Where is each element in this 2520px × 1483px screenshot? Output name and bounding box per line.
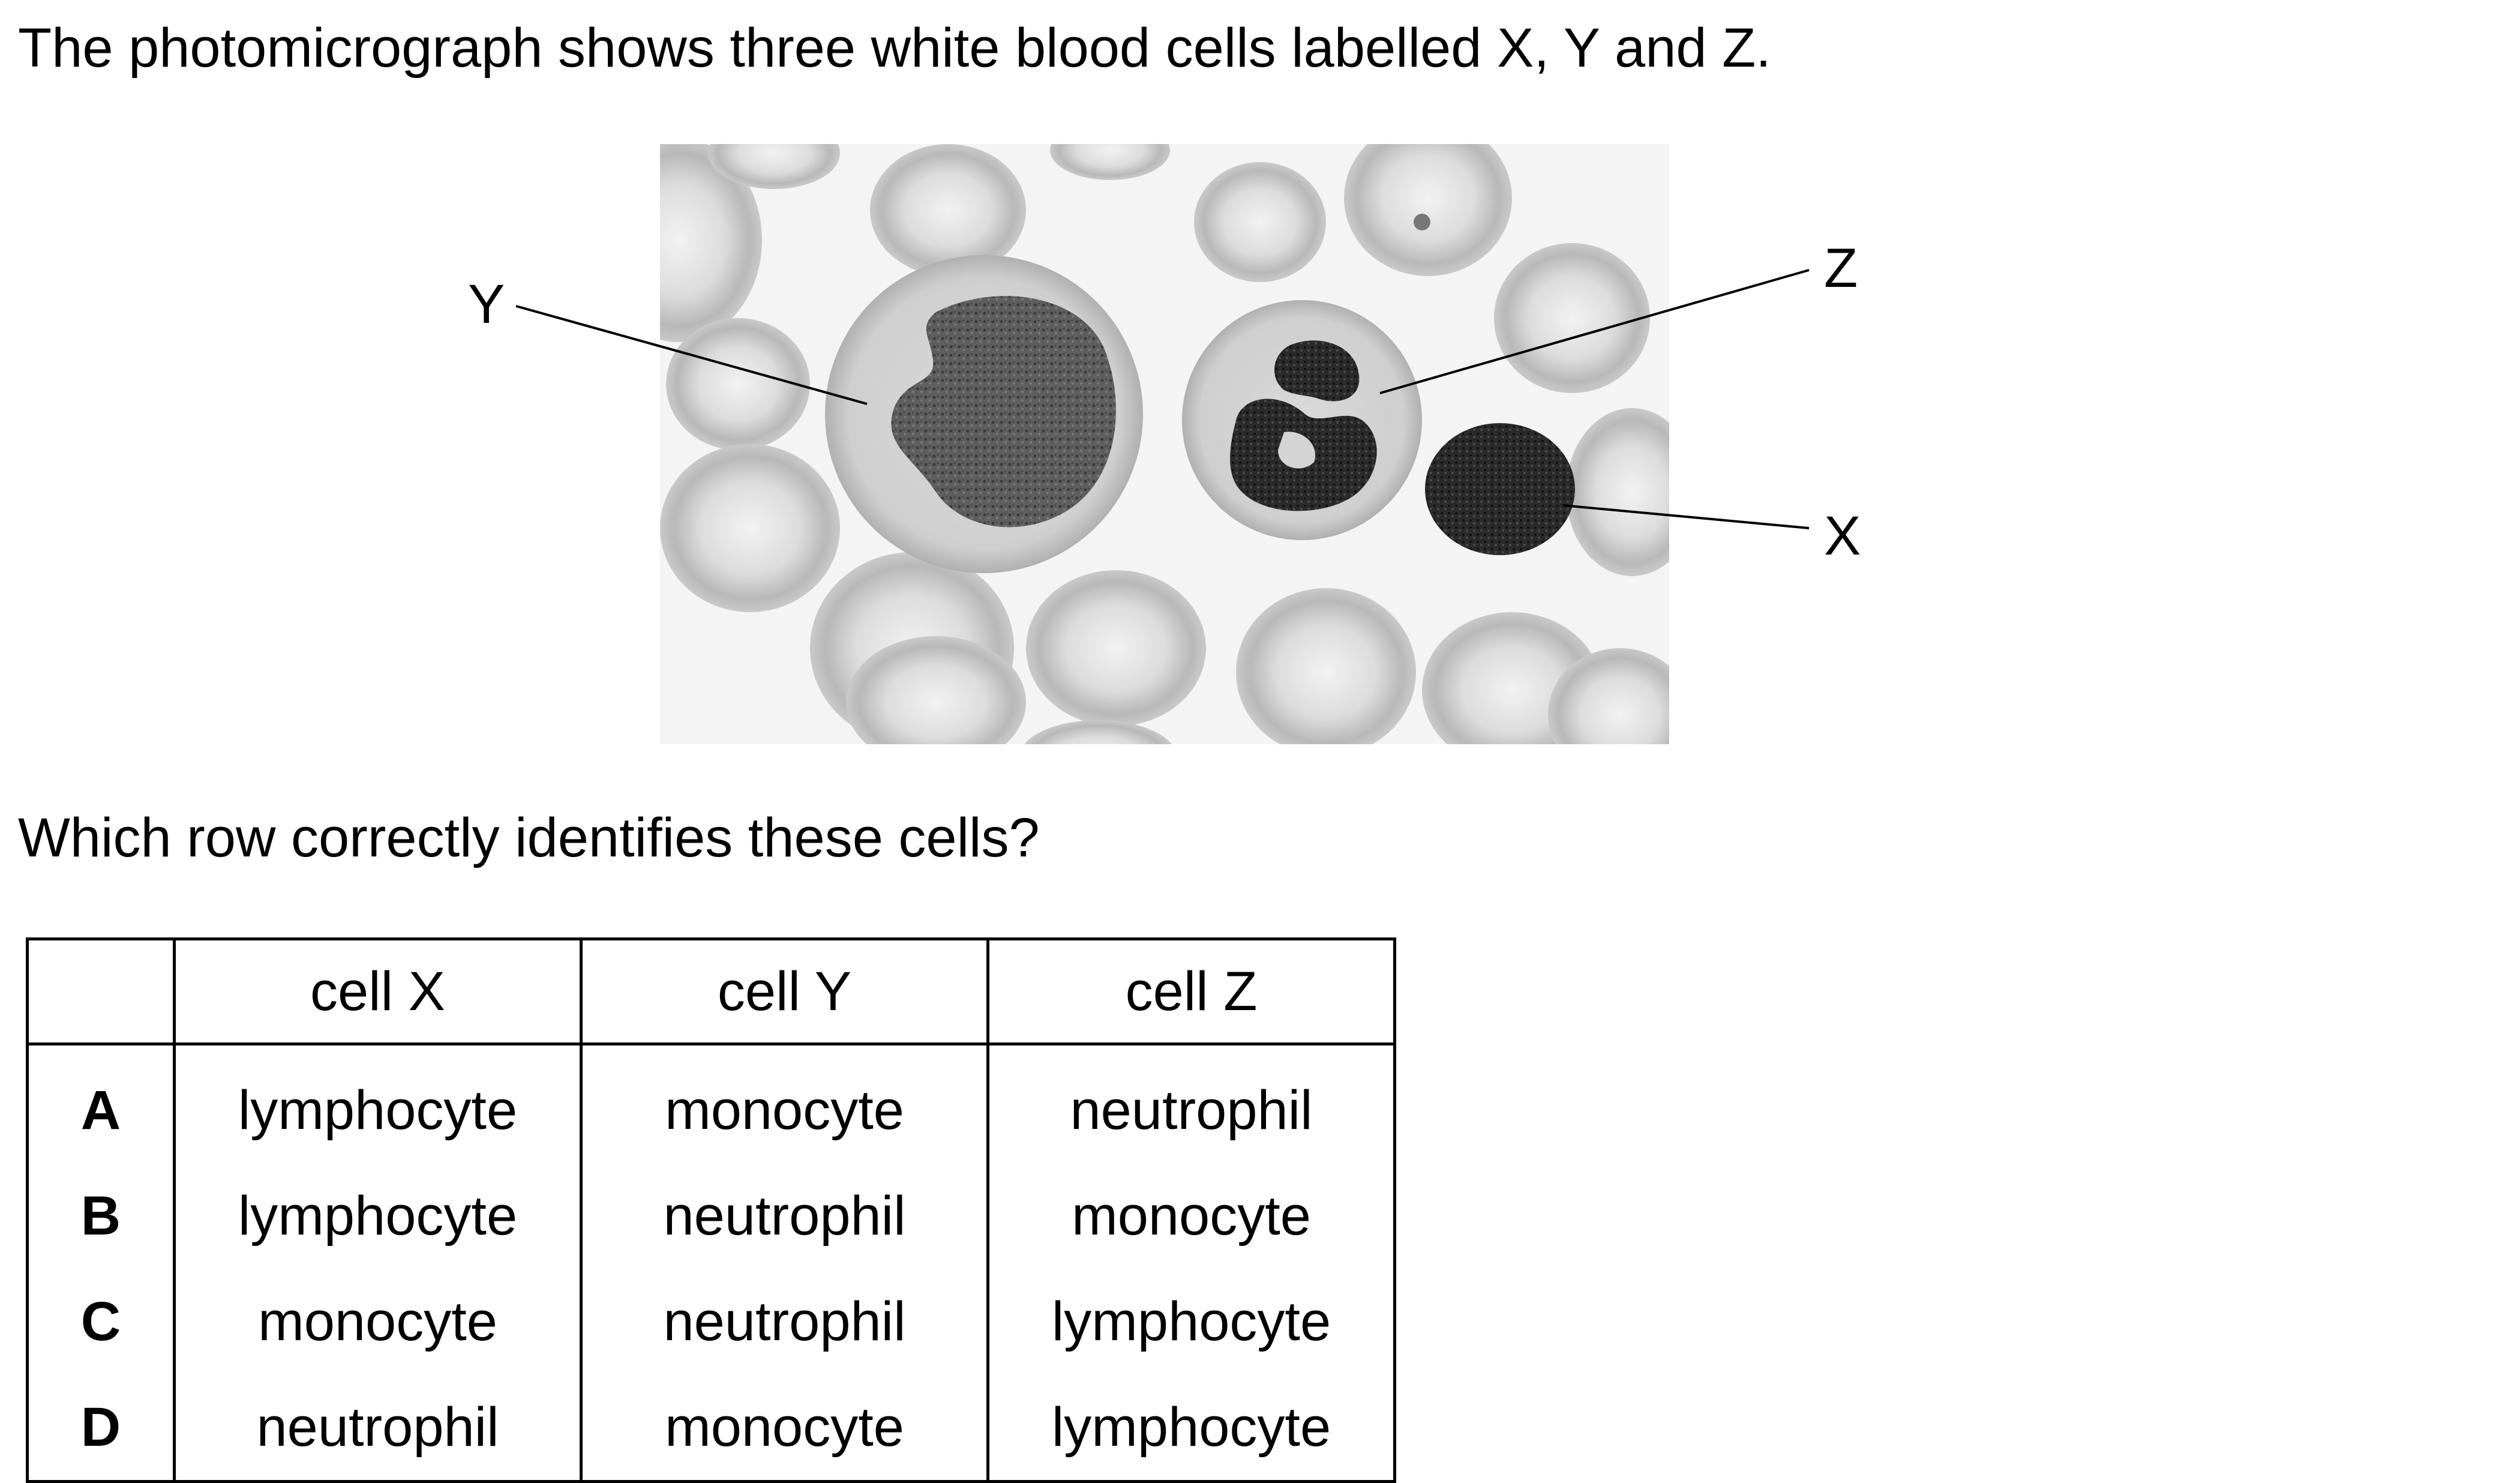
row-cell-y: monocyte (580, 1374, 989, 1483)
header-key (26, 937, 176, 1045)
intro-text: The photomicrograph shows three white bl… (18, 17, 1771, 79)
row-cell-x: neutrophil (173, 1374, 583, 1483)
row-cell-y: neutrophil (580, 1163, 989, 1269)
table-header-row: cell X cell Y cell Z (26, 937, 1396, 1045)
photomicrograph-figure: Y Z X (468, 144, 1861, 744)
row-key: C (26, 1269, 176, 1374)
label-y: Y (468, 274, 505, 335)
monocyte-cell-y (825, 255, 1143, 573)
row-cell-y: monocyte (580, 1044, 989, 1163)
row-cell-z: neutrophil (986, 1044, 1396, 1163)
label-x: X (1824, 505, 1861, 567)
neutrophil-cell-z (1182, 300, 1422, 540)
row-key: B (26, 1163, 176, 1269)
label-z: Z (1824, 238, 1858, 299)
leader-lines (515, 269, 1810, 529)
header-cell-z: cell Z (986, 937, 1396, 1045)
row-cell-z: lymphocyte (986, 1374, 1396, 1483)
table-row: D neutrophil monocyte lymphocyte (26, 1374, 1396, 1483)
question-text: Which row correctly identifies these cel… (18, 807, 1040, 868)
header-cell-y: cell Y (580, 937, 989, 1045)
red-blood-cells (660, 144, 1669, 744)
header-cell-x: cell X (173, 937, 583, 1045)
row-key: D (26, 1374, 176, 1483)
table-row: C monocyte neutrophil lymphocyte (26, 1269, 1396, 1374)
photomicrograph (660, 144, 1669, 744)
table-row: B lymphocyte neutrophil monocyte (26, 1163, 1396, 1269)
row-cell-z: lymphocyte (986, 1269, 1396, 1374)
answer-table: cell X cell Y cell Z A lymphocyte monocy… (26, 937, 1396, 1483)
row-cell-y: neutrophil (580, 1269, 989, 1374)
row-key: A (26, 1044, 176, 1163)
table-row: A lymphocyte monocyte neutrophil (26, 1044, 1396, 1163)
row-cell-x: monocyte (173, 1269, 583, 1374)
row-cell-x: lymphocyte (173, 1044, 583, 1163)
row-cell-x: lymphocyte (173, 1163, 583, 1269)
row-cell-z: monocyte (986, 1163, 1396, 1269)
lymphocyte-cell-x (1425, 423, 1575, 555)
